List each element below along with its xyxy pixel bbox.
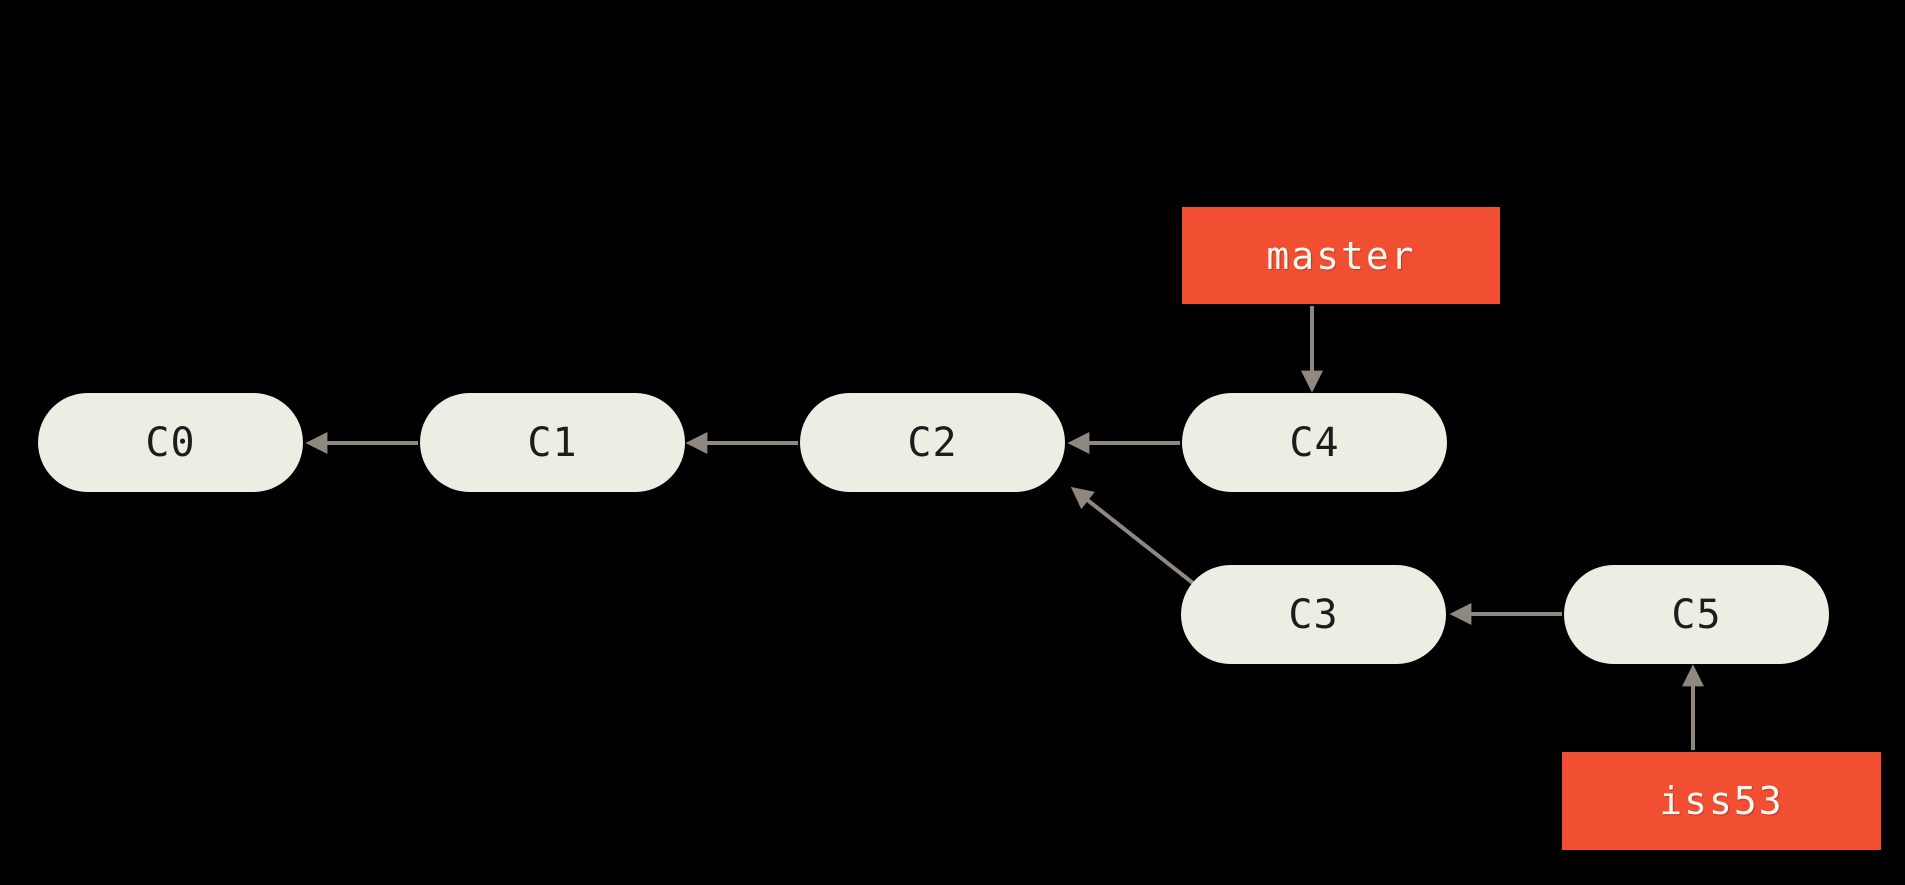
commit-node-c4: C4 — [1182, 393, 1447, 492]
branch-label-iss53: iss53 — [1562, 752, 1881, 850]
commit-label-c4: C4 — [1289, 419, 1340, 466]
commit-label-c2: C2 — [907, 419, 958, 466]
edge-c3-to-c2 — [1070, 486, 1205, 593]
commit-label-c5: C5 — [1671, 591, 1722, 638]
branch-name-master: master — [1266, 233, 1416, 278]
commit-node-c3: C3 — [1181, 565, 1446, 664]
branch-name-iss53: iss53 — [1659, 779, 1784, 823]
branch-label-master: master — [1182, 207, 1500, 304]
commit-label-c1: C1 — [527, 419, 578, 466]
commit-label-c0: C0 — [145, 419, 196, 466]
commit-node-c0: C0 — [38, 393, 303, 492]
commit-node-c5: C5 — [1564, 565, 1829, 664]
commit-label-c3: C3 — [1288, 591, 1339, 638]
commit-node-c1: C1 — [420, 393, 685, 492]
commit-node-c2: C2 — [800, 393, 1065, 492]
